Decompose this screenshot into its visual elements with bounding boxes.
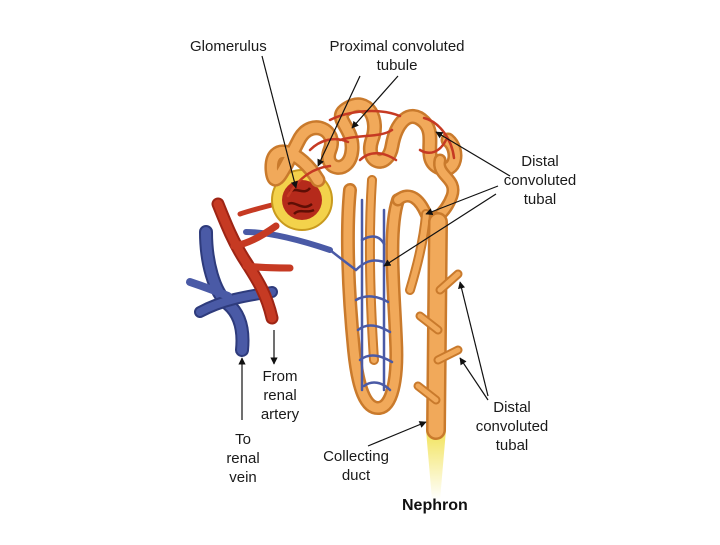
arrow-distal-top-2: [425, 185, 499, 216]
label-from-line3: artery: [260, 406, 300, 423]
label-distal-bottom-line2: convoluted: [475, 418, 549, 435]
arrow-distal-bottom-1: [458, 281, 489, 397]
pointer-arrows: [238, 55, 511, 447]
diagram-title: Nephron: [402, 497, 468, 514]
label-collecting-duct: Collecting duct: [310, 447, 402, 485]
arrow-glomerulus: [261, 55, 298, 189]
label-to-line3: vein: [229, 469, 257, 486]
collecting-duct-outflow: [426, 430, 446, 500]
arrow-distal-top-3: [383, 193, 497, 267]
label-glomerulus-text: Glomerulus: [190, 38, 267, 55]
label-proximal-convoluted-tubule: Proximal convoluted tubule: [312, 37, 482, 75]
label-glomerulus: Glomerulus: [190, 37, 267, 56]
arrow-distal-top-1: [435, 131, 511, 177]
arrow-distal-bottom-2: [459, 357, 489, 401]
collecting-duct: [413, 212, 463, 440]
label-distal-top-line3: tubal: [523, 191, 557, 208]
label-distal-convoluted-tubal-top: Distal convoluted tubal: [490, 152, 590, 209]
label-distal-top-line1: Distal: [521, 153, 559, 170]
vasa-recta: [328, 198, 394, 392]
label-distal-bottom-line3: tubal: [495, 437, 529, 454]
arrow-collecting-duct: [367, 421, 427, 447]
label-proximal-line2: tubule: [376, 57, 418, 74]
arrow-proximal-2: [351, 75, 399, 129]
label-collecting-line2: duct: [341, 467, 371, 484]
label-to-line1: To: [235, 431, 251, 448]
label-from-line2: renal: [263, 387, 297, 404]
label-collecting-line1: Collecting: [323, 448, 389, 465]
label-from-renal-artery: From renal artery: [250, 367, 310, 424]
label-from-line1: From: [262, 368, 298, 385]
peritubular-capillaries: [286, 109, 456, 198]
label-distal-top-line2: convoluted: [503, 172, 577, 189]
label-to-line2: renal: [226, 450, 260, 467]
label-to-renal-vein: To renal vein: [216, 430, 270, 487]
label-proximal-line1: Proximal convoluted: [329, 38, 465, 55]
arrow-proximal-1: [317, 75, 361, 167]
label-distal-convoluted-tubal-bottom: Distal convoluted tubal: [462, 398, 562, 455]
label-distal-bottom-line1: Distal: [493, 399, 531, 416]
